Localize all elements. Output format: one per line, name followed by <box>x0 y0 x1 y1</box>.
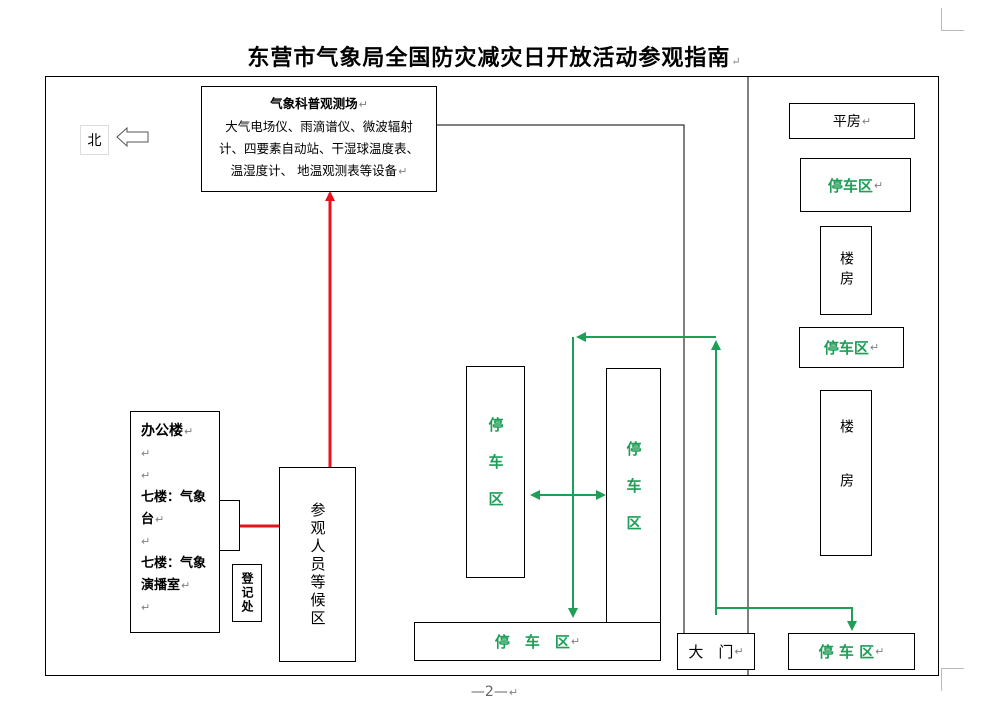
gate-box: 大 门↵ <box>677 633 755 670</box>
green-route-to-right-lot <box>716 607 857 631</box>
parking-lot-bottom-label: 停 车 区 <box>494 633 570 651</box>
building-lower-label: 楼房 <box>838 419 854 527</box>
corner-mark-top <box>941 8 964 31</box>
office-building-box: 办公楼↵ ↵ ↵ 七楼：气象台↵ ↵ 七楼：气象演播室↵ ↵ <box>130 411 220 633</box>
bungalow-label: 平房 <box>832 114 861 130</box>
building-box-upper: 楼房 <box>820 226 872 315</box>
office-annex <box>219 500 240 551</box>
parking-lot-middle-label: 停车区 <box>624 440 643 552</box>
north-label: 北 <box>80 125 109 155</box>
parking-lot-right-2: 停车区↵ <box>799 327 904 368</box>
page-number: —2—↵ <box>470 684 519 700</box>
bungalow-box: 平房↵ <box>789 103 915 139</box>
building-upper-label: 楼房 <box>838 250 854 291</box>
observatory-box: 气象科普观测场↵ 大气电场仪、雨滴谱仪、微波辐射 计、四要素自动站、干湿球温度表… <box>201 86 437 192</box>
parking-lot-middle: 停车区 <box>606 368 661 624</box>
parking-lot-right-3-label: 停 车 区 <box>818 643 875 661</box>
parking-lot-left: 停车区 <box>466 366 525 578</box>
office-floor-a: 七楼：气象台↵ <box>141 490 207 527</box>
waiting-area-label: 参观人员等候区 <box>308 501 327 628</box>
office-floor-b: 七楼：气象演播室↵ <box>141 556 207 593</box>
parking-lot-right-1-label: 停车区 <box>827 176 873 195</box>
observatory-line-3: 温湿度计、 地温观测表等设备↵ <box>230 163 408 178</box>
office-title: 办公楼↵ <box>141 423 194 439</box>
observatory-line-1: 大气电场仪、雨滴谱仪、微波辐射 <box>225 119 413 134</box>
building-box-lower: 楼房 <box>820 390 872 556</box>
parking-lot-left-label: 停车区 <box>486 416 505 528</box>
registration-box: 登记处 <box>232 564 262 622</box>
waiting-area-box: 参观人员等候区 <box>279 467 356 662</box>
north-arrow-icon <box>116 126 149 148</box>
registration-label: 登记处 <box>240 572 254 614</box>
parking-lot-bottom: 停 车 区↵ <box>414 622 661 661</box>
parking-lot-right-2-label: 停车区 <box>823 339 869 357</box>
observatory-title: 气象科普观测场↵ <box>270 96 368 111</box>
page-title: 东营市气象局全国防灾减灾日开放活动参观指南↵ <box>247 45 742 71</box>
corner-mark-bottom <box>941 668 964 691</box>
parking-lot-right-3: 停 车 区↵ <box>788 633 915 670</box>
observatory-to-gate-line <box>437 124 685 635</box>
gate-label: 大 门 <box>688 643 734 661</box>
parking-lot-right-1: 停车区↵ <box>800 158 911 212</box>
observatory-line-2: 计、四要素自动站、干湿球温度表、 <box>218 141 419 156</box>
